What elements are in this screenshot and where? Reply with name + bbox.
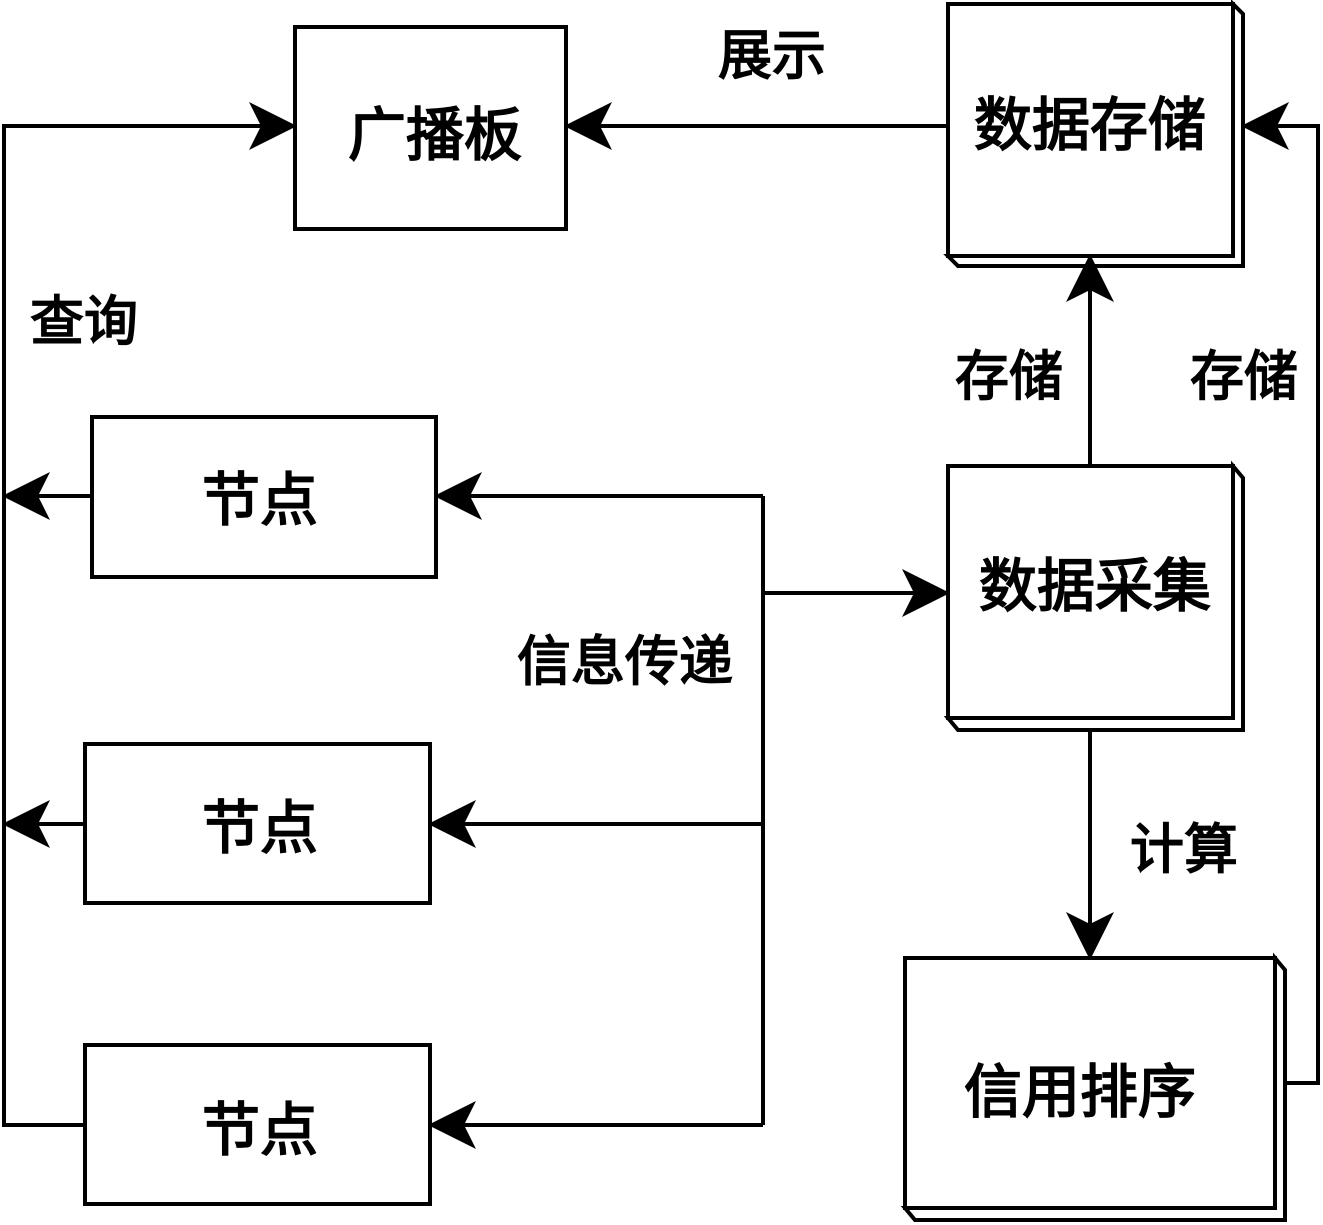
- query-line: [2, 102, 297, 1127]
- node-box-3: 节点: [83, 1043, 432, 1206]
- credit-ranking-box: 信用排序: [900, 952, 1287, 1222]
- node-box-2: 节点: [83, 742, 432, 905]
- credit-ranking-label: 信用排序: [964, 1058, 1196, 1126]
- data-collection-box: 数据采集: [943, 460, 1245, 732]
- store-label-right: 存储: [1190, 344, 1298, 408]
- compute-label: 计算: [1130, 817, 1238, 881]
- data-storage-label: 数据存储: [974, 91, 1206, 159]
- store-label-left: 存储: [955, 344, 1063, 408]
- node-2-label: 节点: [202, 794, 318, 862]
- broadcast-board-box: 广播板: [293, 25, 568, 231]
- ranking-to-storage-arrow: [1241, 102, 1320, 1085]
- broadcast-board-label: 广播板: [348, 101, 522, 169]
- query-label: 查询: [30, 289, 138, 353]
- display-label: 展示: [718, 23, 826, 87]
- node-3-label: 节点: [202, 1096, 318, 1164]
- data-storage-box: 数据存储: [943, 0, 1245, 268]
- node-box-1: 节点: [90, 415, 438, 579]
- node-1-label: 节点: [202, 466, 318, 534]
- info-transfer-label: 信息传递: [517, 629, 733, 693]
- data-collection-label: 数据采集: [979, 552, 1211, 620]
